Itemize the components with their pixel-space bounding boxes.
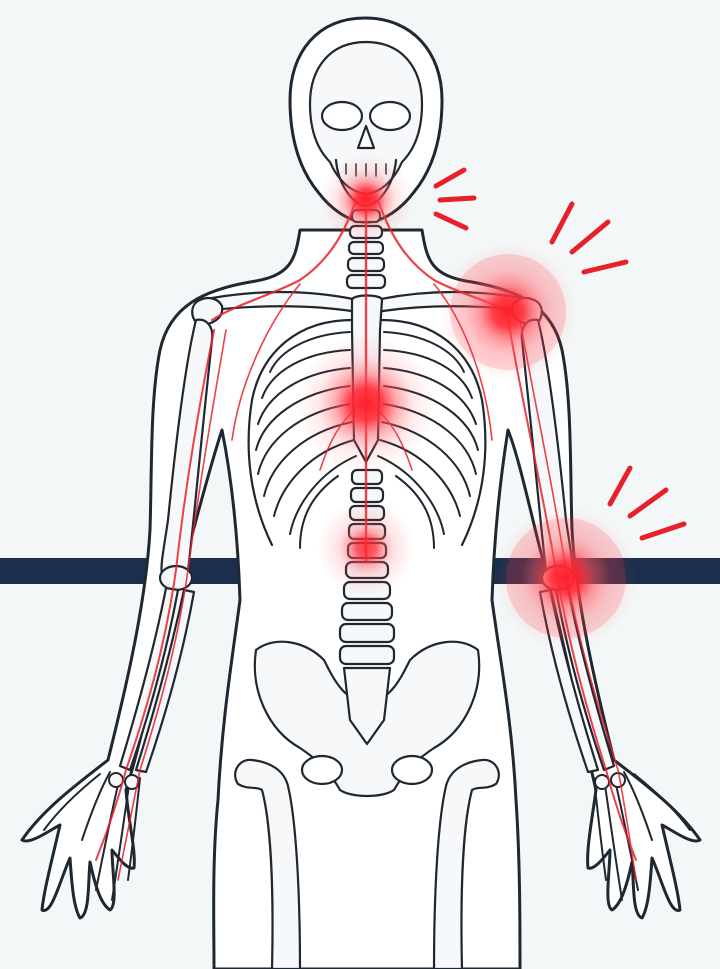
elbow-radiation-marks <box>610 468 684 538</box>
jaw-pain-spot <box>320 154 412 246</box>
left-elbow-pain-spot <box>494 506 638 650</box>
left-eye-socket <box>322 102 362 130</box>
left-shoulder-pain-spot <box>438 242 578 382</box>
band-left <box>0 558 250 584</box>
shoulder-radiation-marks <box>552 204 626 272</box>
right-obturator <box>392 756 432 784</box>
right-eye-socket <box>370 102 410 130</box>
jaw-radiation-marks <box>436 170 474 228</box>
left-obturator <box>302 756 342 784</box>
chest-pain-spot <box>296 334 436 474</box>
upper-abdomen-pain-spot <box>318 500 414 596</box>
